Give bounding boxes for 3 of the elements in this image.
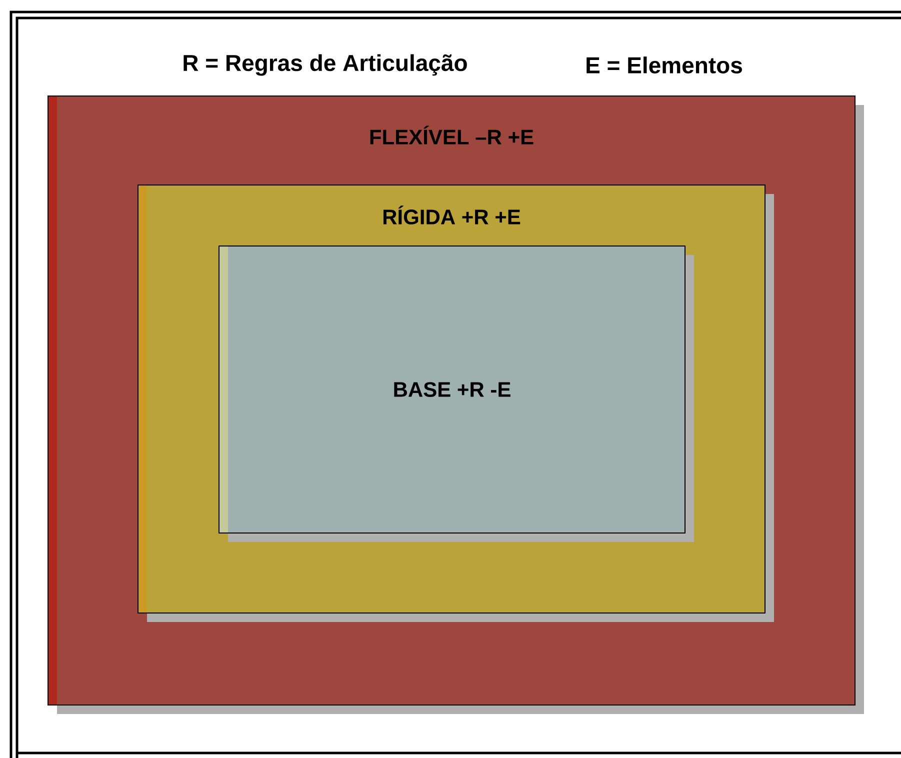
legend-text: E = Elementos xyxy=(586,56,742,74)
legend-text: R = Regras de Articulação xyxy=(184,54,467,76)
nested-box: BASE +R -E xyxy=(218,246,694,542)
